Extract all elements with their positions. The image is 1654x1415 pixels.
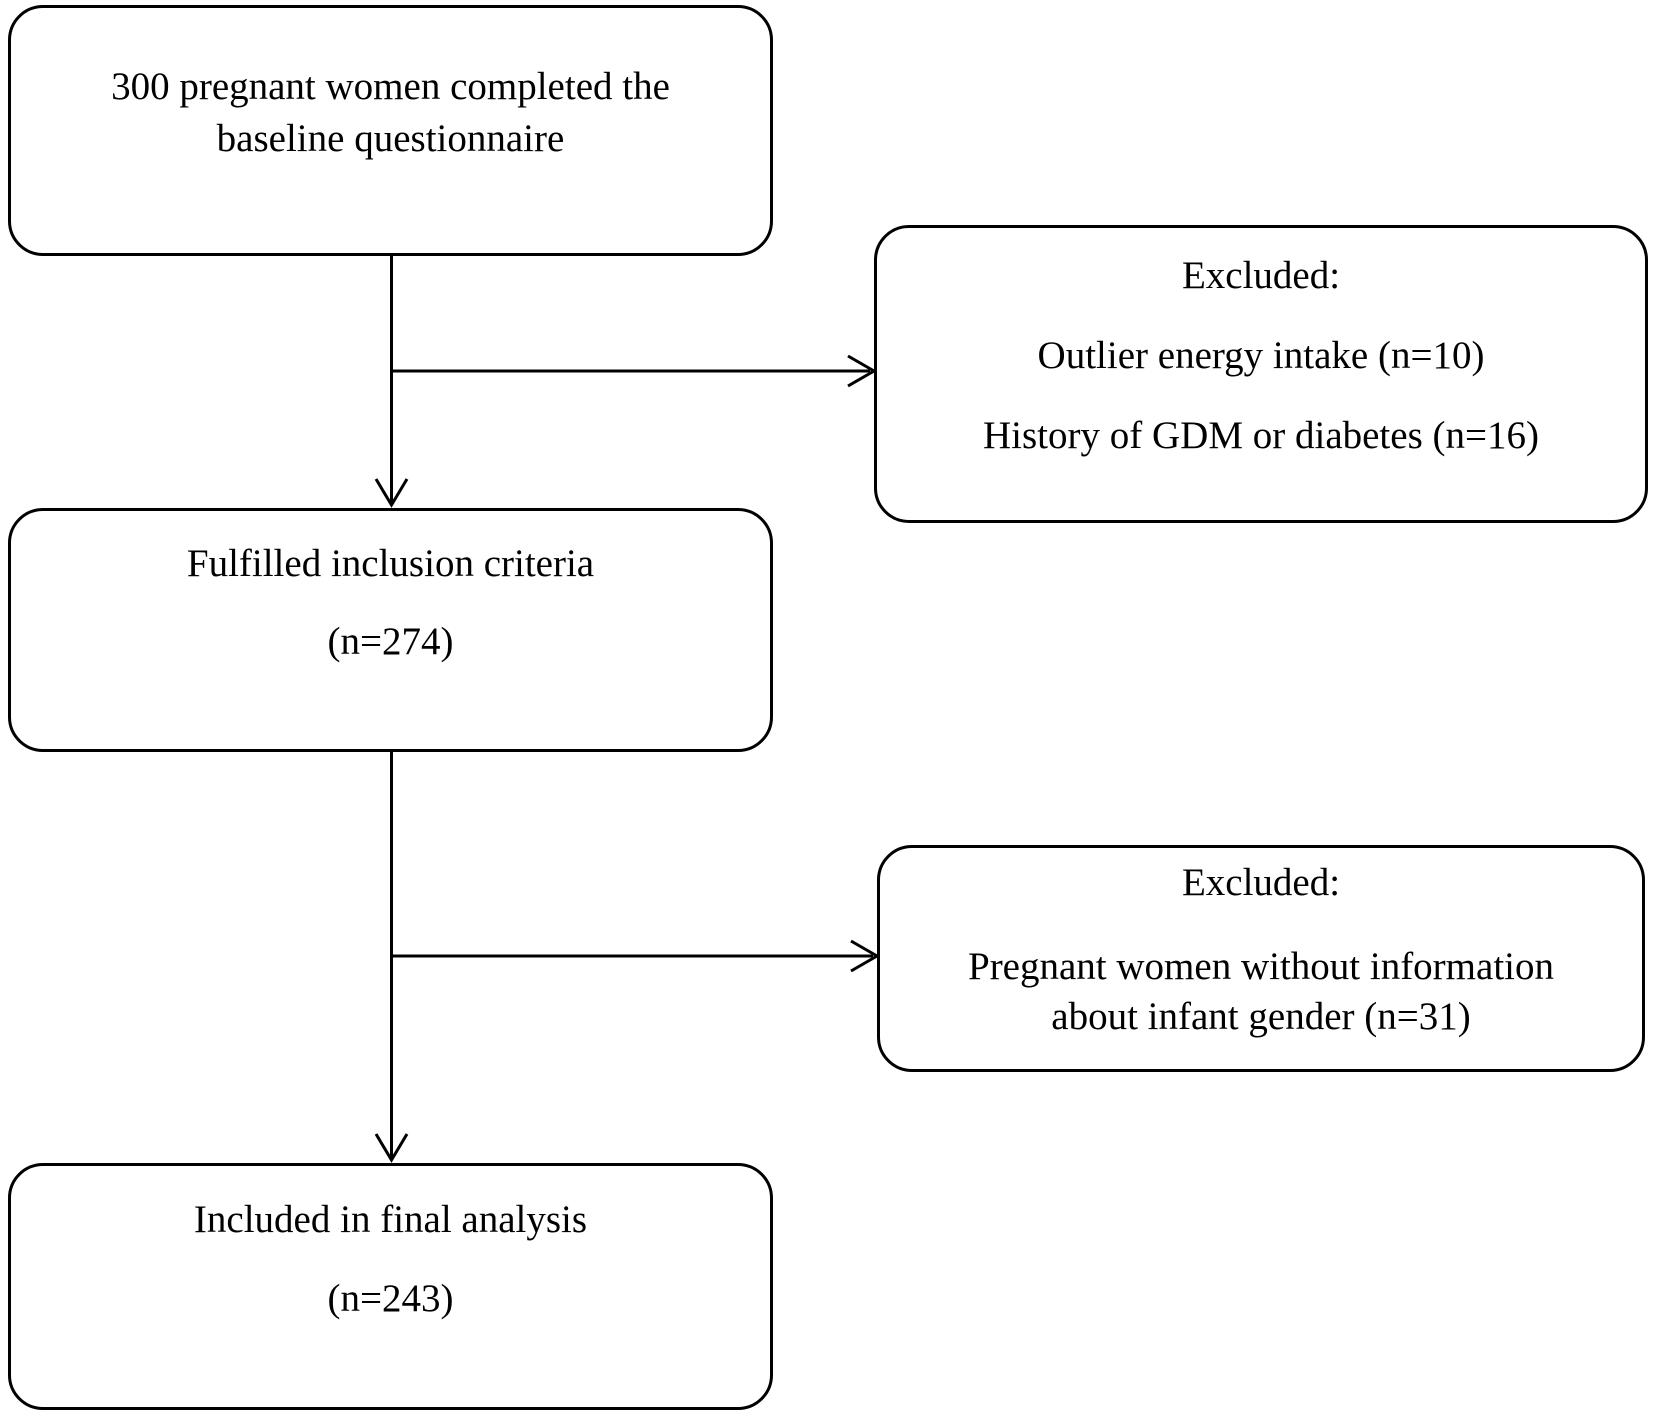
inclusion-line-1: Fulfilled inclusion criteria <box>186 542 595 585</box>
inclusion-count: (n=274) <box>327 620 454 663</box>
box-inclusion: Fulfilled inclusion criteria (n=274) <box>8 508 773 752</box>
final-analysis-line-1: Included in final analysis <box>193 1198 588 1241</box>
arrow-inclusion-to-final <box>374 752 409 1163</box>
final-analysis-count: (n=243) <box>327 1277 454 1320</box>
excluded-2-item-line-2: about infant gender (n=31) <box>1051 995 1471 1038</box>
excluded-2-heading: Excluded: <box>1181 861 1341 904</box>
box-final-analysis: Included in final analysis (n=243) <box>8 1163 773 1410</box>
arrow-branch-to-excluded-1 <box>391 354 878 388</box>
excluded-1-item-1: Outlier energy intake (n=10) <box>1037 334 1485 377</box>
excluded-2-item: Pregnant women without information about… <box>880 942 1642 1042</box>
arrow-branch-to-excluded-2 <box>391 939 881 973</box>
enrollment-line-1: 300 pregnant women completed the <box>111 65 670 108</box>
box-excluded-2: Excluded: Pregnant women without informa… <box>877 845 1645 1072</box>
enrollment-line-2: baseline questionnaire <box>216 117 565 160</box>
arrow-enrollment-to-inclusion <box>374 256 409 508</box>
excluded-2-item-line-1: Pregnant women without information <box>968 945 1554 988</box>
excluded-1-item-2: History of GDM or diabetes (n=16) <box>983 414 1539 457</box>
box-excluded-1: Excluded: Outlier energy intake (n=10) H… <box>874 225 1648 523</box>
excluded-1-heading: Excluded: <box>1181 254 1341 297</box>
box-enrollment: 300 pregnant women completed the baselin… <box>8 5 773 256</box>
box-enrollment-text: 300 pregnant women completed the baselin… <box>11 61 770 165</box>
